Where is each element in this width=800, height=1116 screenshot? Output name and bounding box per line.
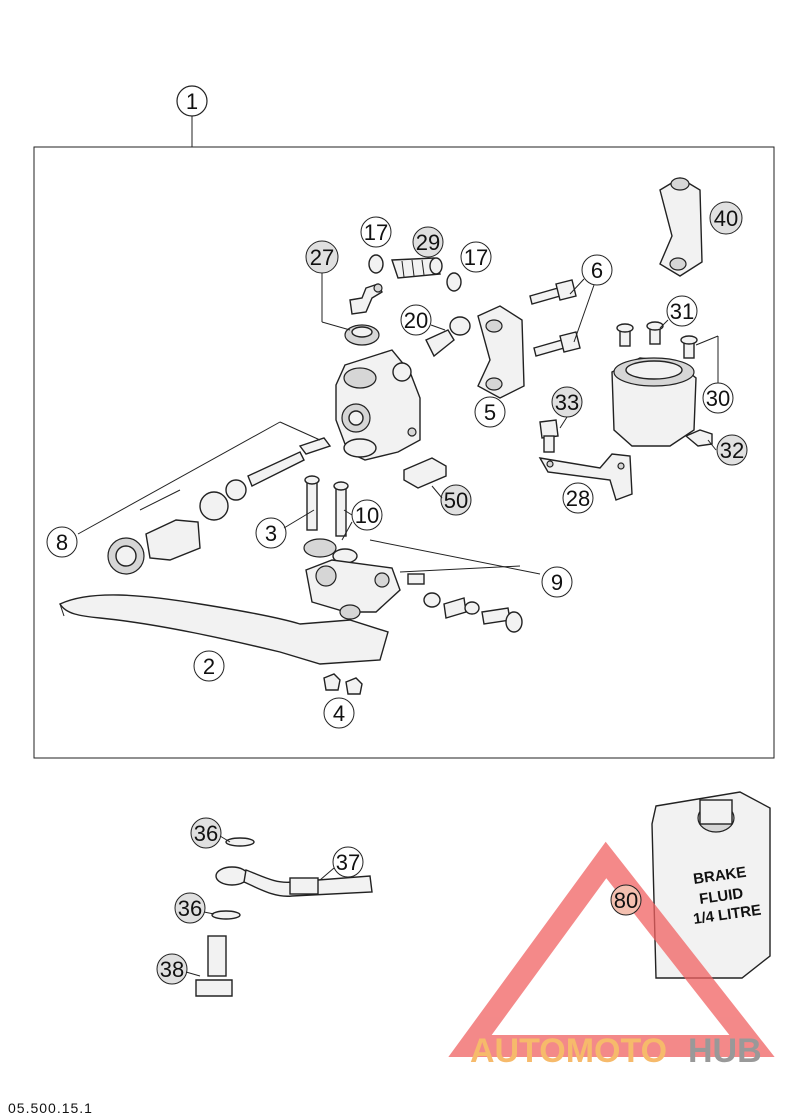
callout-8: 8 — [46, 526, 78, 558]
hose-clip-right — [446, 272, 462, 292]
reservoir-screws — [616, 321, 698, 359]
brake-light-switch — [403, 457, 447, 489]
watermark-part1: AUTOMOTO — [470, 1032, 667, 1070]
callout-2: 2 — [193, 650, 225, 682]
callout-28: 28 — [562, 482, 594, 514]
brake-hose — [215, 866, 373, 897]
callout-27-label: 27 — [310, 245, 334, 270]
watermark-part2: HUB — [688, 1032, 762, 1070]
callout-31-label: 31 — [670, 299, 694, 324]
callout-17a-label: 17 — [364, 220, 388, 245]
callout-1: 1 — [176, 85, 208, 117]
diagram-code: 05.500.15.1 — [8, 1100, 93, 1116]
callout-31: 31 — [666, 295, 698, 327]
pivot-bushing — [303, 538, 358, 564]
copper-washer-bottom — [211, 910, 241, 920]
brake-lever — [58, 594, 389, 665]
master-cylinder-body — [335, 349, 421, 461]
callout-36b-label: 36 — [178, 896, 202, 921]
callout-36a: 36 — [190, 817, 222, 849]
bracket-screw-32 — [684, 429, 713, 447]
bracket-bolt-33 — [539, 419, 559, 453]
callout-33-label: 33 — [555, 390, 579, 415]
callout-40-label: 40 — [714, 206, 738, 231]
fluid-reservoir — [611, 357, 697, 447]
lock-nuts — [323, 673, 363, 695]
callout-29-label: 29 — [416, 230, 440, 255]
hose-elbow-fitting — [349, 283, 383, 315]
callout-27: 27 — [305, 240, 339, 274]
callout-17b: 17 — [460, 241, 492, 273]
callout-30: 30 — [702, 382, 734, 414]
assembly-frame — [33, 146, 775, 759]
callout-4: 4 — [323, 697, 355, 729]
callout-20-label: 20 — [404, 308, 428, 333]
brake-fluid-bottle: BRAKE FLUID 1/4 LITRE — [651, 791, 771, 979]
callout-38-label: 38 — [160, 957, 184, 982]
banjo-bolt — [195, 935, 233, 997]
callout-6-label: 6 — [591, 258, 603, 283]
callout-29: 29 — [412, 226, 444, 258]
callout-4-label: 4 — [333, 701, 345, 726]
callout-6: 6 — [581, 254, 613, 286]
callout-50-label: 50 — [444, 488, 468, 513]
callout-20: 20 — [400, 304, 432, 336]
callout-38: 38 — [156, 953, 188, 985]
copper-washer-top — [225, 837, 255, 847]
callout-32-label: 32 — [720, 438, 744, 463]
hose-clip-left — [368, 254, 384, 274]
callout-37-label: 37 — [336, 850, 360, 875]
callout-5-label: 5 — [484, 400, 496, 425]
watermark-logo: AUTOMOTO HUB — [448, 841, 775, 1070]
callout-32: 32 — [716, 434, 748, 466]
seal-cap — [344, 324, 380, 346]
callout-36a-label: 36 — [194, 821, 218, 846]
pivot-bolts — [304, 475, 349, 537]
callout-33: 33 — [551, 386, 583, 418]
callout-36b: 36 — [174, 892, 206, 924]
callout-5: 5 — [474, 396, 506, 428]
handlebar-clamp-5 — [477, 305, 525, 399]
handlebar-clamp-40 — [659, 177, 703, 277]
callout-30-label: 30 — [706, 386, 730, 411]
leader-lines — [185, 273, 719, 977]
callout-17b-label: 17 — [464, 245, 488, 270]
callout-10-label: 10 — [355, 503, 379, 528]
callout-9: 9 — [541, 566, 573, 598]
callout-40: 40 — [709, 201, 743, 235]
callout-80-label: 80 — [614, 888, 638, 913]
callout-9-label: 9 — [551, 570, 563, 595]
callout-80: 80 — [610, 884, 642, 916]
callout-10: 10 — [351, 499, 383, 531]
callout-1-label: 1 — [186, 89, 198, 114]
callout-3-label: 3 — [265, 521, 277, 546]
callout-28-label: 28 — [566, 486, 590, 511]
fluid-label-line2: FLUID — [698, 885, 744, 908]
clamp-bolts — [529, 279, 581, 357]
piston-kit — [107, 437, 332, 575]
lever-adjuster — [305, 559, 523, 633]
bleed-nipple — [425, 316, 471, 358]
callout-50: 50 — [440, 484, 472, 516]
hose-sleeve — [391, 257, 443, 279]
callout-2-label: 2 — [203, 654, 215, 679]
callout-8-label: 8 — [56, 530, 68, 555]
callout-37: 37 — [332, 846, 364, 878]
callout-17a: 17 — [360, 216, 392, 248]
callout-3: 3 — [255, 517, 287, 549]
reservoir-bracket — [538, 453, 633, 501]
